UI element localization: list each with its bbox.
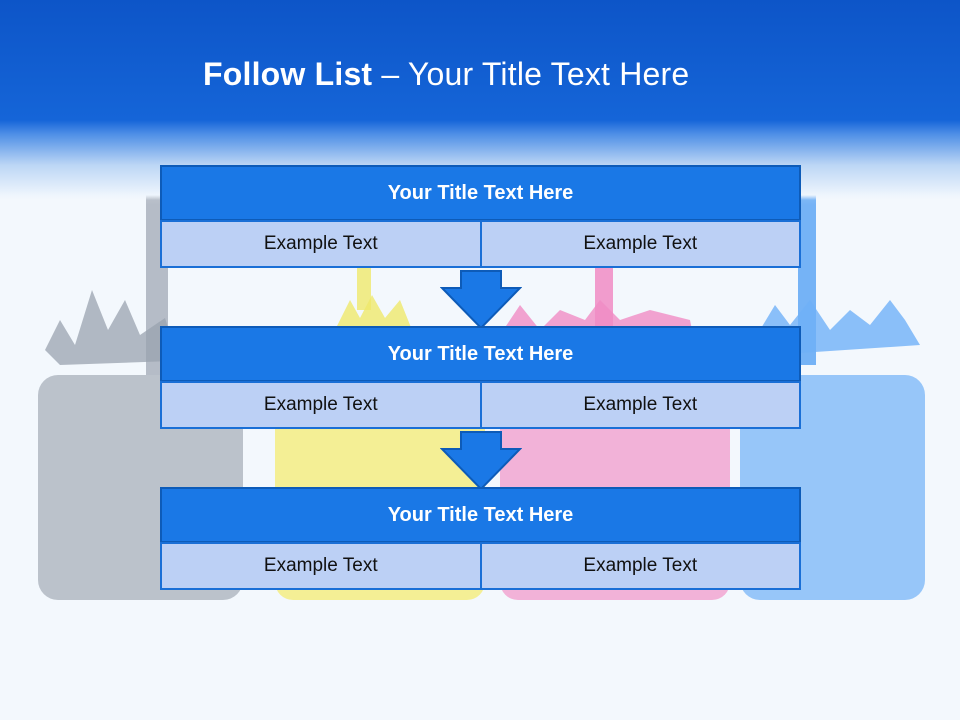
title-dash: – [372, 56, 408, 92]
step-3-title: Your Title Text Here [160, 487, 801, 543]
down-arrow-icon [440, 431, 522, 491]
step-2-row: Example Text Example Text [160, 381, 801, 429]
step-3-right-text: Example Text [479, 542, 801, 590]
step-2-left-text: Example Text [160, 381, 482, 429]
title-rest-part: Your Title Text Here [407, 56, 690, 92]
step-1-row: Example Text Example Text [160, 220, 801, 268]
step-1-left-text: Example Text [160, 220, 482, 268]
step-1-title: Your Title Text Here [160, 165, 801, 221]
step-2-title: Your Title Text Here [160, 326, 801, 382]
step-3-row: Example Text Example Text [160, 542, 801, 590]
title-bold-part: Follow List [203, 56, 373, 92]
slide-title: Follow List – Your Title Text Here [203, 56, 689, 93]
step-2-box: Your Title Text Here Example Text Exampl… [160, 326, 801, 429]
step-1-box: Your Title Text Here Example Text Exampl… [160, 165, 801, 268]
step-2-right-text: Example Text [479, 381, 801, 429]
step-3-left-text: Example Text [160, 542, 482, 590]
yellow-splash [335, 295, 412, 330]
down-arrow-icon [440, 270, 522, 330]
step-1-right-text: Example Text [479, 220, 801, 268]
step-3-box: Your Title Text Here Example Text Exampl… [160, 487, 801, 590]
